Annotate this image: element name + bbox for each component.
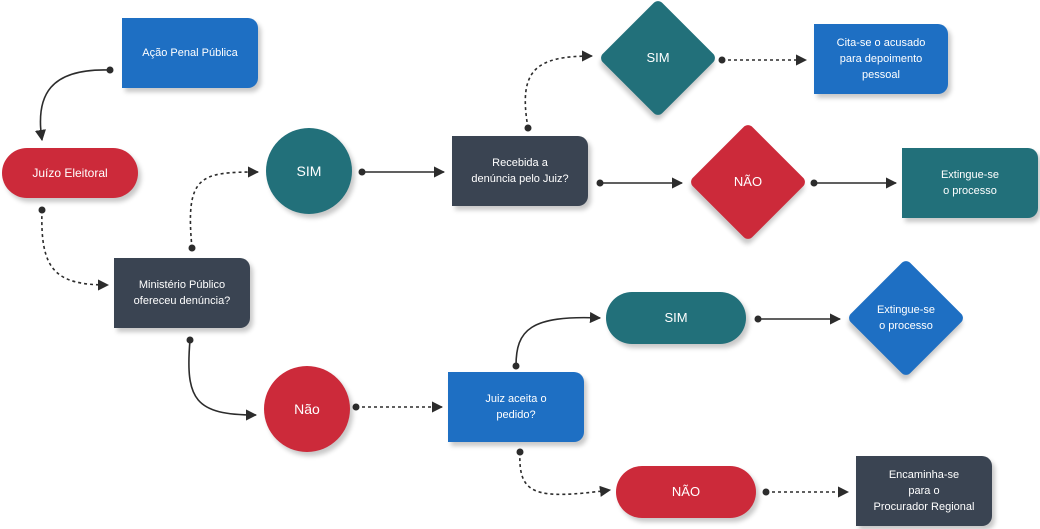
edge-dot <box>754 315 762 323</box>
node-sim-recebida: SIM <box>598 0 718 118</box>
edge-acao-to-juizo <box>34 69 111 142</box>
diamond-label: Extingue-se o processo <box>876 304 936 332</box>
node-juiz-aceita: Juiz aceita o pedido? <box>448 372 584 442</box>
node-mp-denuncia: Ministério Público ofereceu denúncia? <box>114 258 250 328</box>
edge-dot <box>524 124 532 132</box>
edge-dot <box>106 66 114 74</box>
edge-dot <box>38 206 46 214</box>
edge-dot <box>810 179 818 187</box>
edge-juiz-to-nao <box>519 451 612 497</box>
node-nao-recebida: NÃO <box>688 122 808 242</box>
node-encaminha: Encaminha-se para o Procurador Regional <box>856 456 992 526</box>
edge-dot <box>718 56 726 64</box>
node-cita-se: Cita-se o acusado para depoimento pessoa… <box>814 24 948 94</box>
diamond-label: SIM <box>646 50 670 65</box>
edge-juiz-to-sim <box>515 311 602 367</box>
edge-mp-to-sim <box>189 166 260 249</box>
edge-dot <box>596 179 604 187</box>
node-extingue-2: Extingue-se o processo <box>846 258 966 378</box>
edge-mp-to-nao <box>188 339 258 421</box>
edge-dot <box>358 168 366 176</box>
node-extingue-1: Extingue-se o processo <box>902 148 1038 218</box>
edge-dot <box>762 488 770 496</box>
edge-dot <box>512 362 520 370</box>
node-recebida: Recebida a denúncia pelo Juiz? <box>452 136 588 206</box>
node-sim-denuncia: SIM <box>266 128 352 214</box>
node-nao-aceita: NÃO <box>616 466 756 518</box>
node-sim-aceita: SIM <box>606 292 746 344</box>
edge-dot <box>186 336 194 344</box>
diamond-label: NÃO <box>733 174 763 189</box>
edge-recebida-to-sim <box>524 50 594 129</box>
node-juizo-eleitoral: Juízo Eleitoral <box>2 148 138 198</box>
edge-dot <box>188 244 196 252</box>
edge-dot <box>352 403 360 411</box>
node-acao-penal: Ação Penal Pública <box>122 18 258 88</box>
edge-dot <box>516 448 524 456</box>
node-nao-denuncia: Não <box>264 366 350 452</box>
edge-juizo-to-mp <box>41 209 110 291</box>
